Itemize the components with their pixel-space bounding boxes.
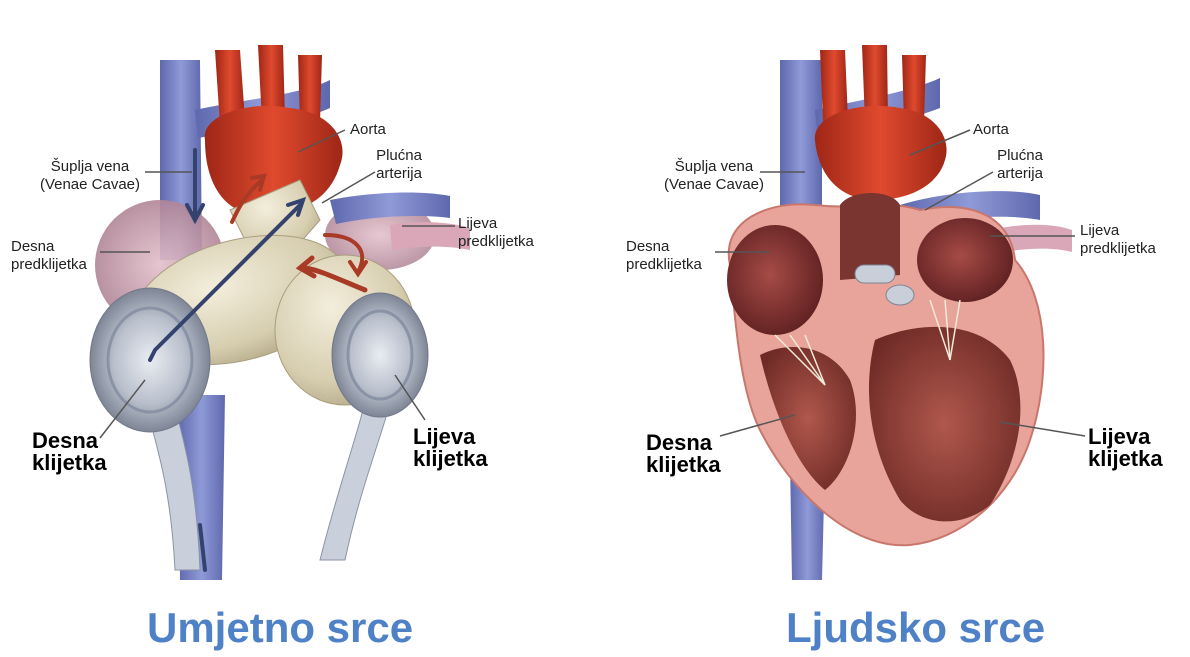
right-atrium-label-line1: Desna [626, 238, 702, 256]
left-atrium-label-line2: predklijetka [1080, 240, 1156, 258]
vena-cava-label-line1: Šuplja vena [658, 158, 770, 176]
left-ventricle-label-line1: Lijeva [1088, 426, 1163, 448]
pulmonary-artery-label-line2: arterija [365, 165, 433, 183]
right-atrium-label-left: Desna predklijetka [11, 238, 87, 274]
aorta-vessel [205, 45, 343, 215]
right-atrium-cavity [727, 225, 823, 335]
right-ventricle-label-right: Desna klijetka [646, 432, 721, 476]
left-atrium-label-left: Lijeva predklijetka [458, 215, 534, 251]
left-atrium-cavity [917, 218, 1013, 302]
right-ventricle-label-line1: Desna [32, 430, 107, 452]
pulmonary-artery-label-right: Plućna arterija [986, 147, 1054, 183]
left-atrium-label-line1: Lijeva [1080, 222, 1156, 240]
left-atrium-label-line1: Lijeva [458, 215, 534, 233]
right-ventricle-label-line2: klijetka [32, 452, 107, 474]
right-atrium-label-line1: Desna [11, 238, 87, 256]
vena-cava-label-line1: Šuplja vena [34, 158, 146, 176]
left-ventricle-label-line2: klijetka [1088, 448, 1163, 470]
human-heart-title: Ljudsko srce [786, 604, 1045, 652]
vena-cava-label-left: Šuplja vena (Venae Cavae) [34, 158, 146, 194]
vena-cava-label-line2: (Venae Cavae) [658, 176, 770, 194]
pulmonary-valve [855, 265, 895, 283]
right-atrium-label-right: Desna predklijetka [626, 238, 702, 274]
vena-cava-label-line2: (Venae Cavae) [34, 176, 146, 194]
pulmonary-artery-label-line2: arterija [986, 165, 1054, 183]
left-atrium-label-line2: predklijetka [458, 233, 534, 251]
artificial-heart-title: Umjetno srce [147, 604, 413, 652]
aorta-label-left: Aorta [350, 121, 386, 139]
right-atrium-label-line2: predklijetka [626, 256, 702, 274]
left-pump [275, 255, 428, 417]
aortic-valve [886, 285, 914, 305]
left-ventricle-label-left: Lijeva klijetka [413, 426, 488, 470]
left-ventricle-label-right: Lijeva klijetka [1088, 426, 1163, 470]
aorta-label-right: Aorta [973, 121, 1009, 139]
artificial-heart-illustration [0, 0, 600, 600]
right-ventricle-label-left: Desna klijetka [32, 430, 107, 474]
right-ventricle-label-line2: klijetka [646, 454, 721, 476]
vena-cava-label-right: Šuplja vena (Venae Cavae) [658, 158, 770, 194]
pulmonary-artery-label-left: Plućna arterija [365, 147, 433, 183]
pulmonary-artery-label-line1: Plućna [365, 147, 433, 165]
human-heart-illustration [600, 0, 1190, 600]
left-ventricle-label-line1: Lijeva [413, 426, 488, 448]
left-atrium-label-right: Lijeva predklijetka [1080, 222, 1156, 258]
right-ventricle-label-line1: Desna [646, 432, 721, 454]
right-atrium-label-line2: predklijetka [11, 256, 87, 274]
pulmonary-artery-label-line1: Plućna [986, 147, 1054, 165]
left-ventricle-label-line2: klijetka [413, 448, 488, 470]
aorta-vessel-right [815, 45, 947, 200]
